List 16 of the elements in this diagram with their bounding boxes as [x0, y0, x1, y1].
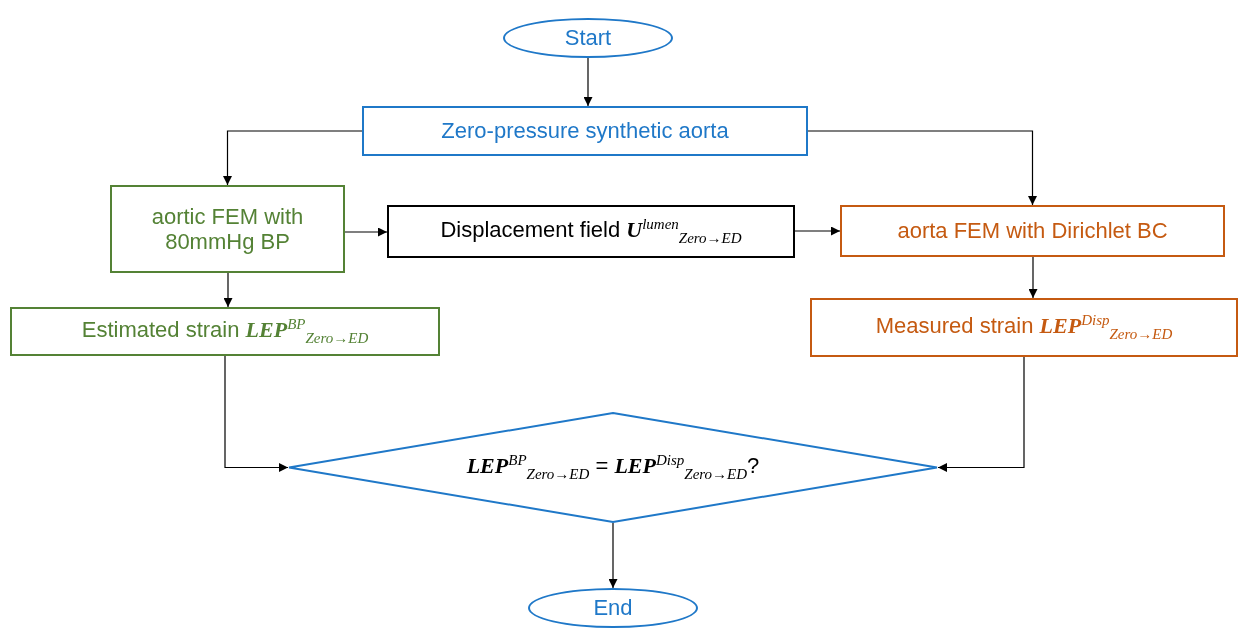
decision-diamond: LEP$^{BP}$$_{Zero→ED}$ = LEP$^{Disp}$$_{Zero→ED}$?: [288, 412, 938, 523]
start-terminal: Start: [503, 18, 673, 58]
process-box: aortic FEM with 80mmHg BP: [110, 185, 345, 273]
arrow: [344, 227, 388, 237]
end-terminal: End: [528, 588, 698, 628]
process-box: aorta FEM with Dirichlet BC: [840, 205, 1225, 257]
arrow: [1028, 256, 1038, 299]
arrow: [807, 130, 1037, 206]
arrow: [223, 130, 363, 186]
arrow: [608, 522, 618, 589]
arrow: [224, 355, 289, 472]
process-box: Zero-pressure synthetic aorta: [362, 106, 808, 156]
arrow: [937, 356, 1025, 472]
arrow: [223, 272, 233, 308]
arrow: [794, 226, 841, 236]
arrow: [583, 57, 593, 107]
